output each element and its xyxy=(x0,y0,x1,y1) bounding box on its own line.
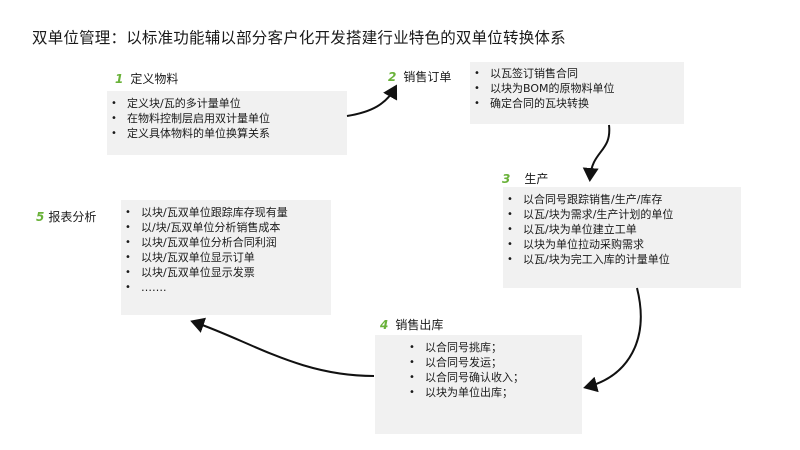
step-5-item: •以块/瓦双单位显示发票 xyxy=(125,266,255,279)
step-4-item: •以合同号挑库； xyxy=(409,341,502,354)
step-4-item: •以合同号发运； xyxy=(409,356,502,369)
step-4-item: •以块为单位出库； xyxy=(409,386,513,399)
step-2-item: •以块为BOM的原物料单位 xyxy=(474,82,615,95)
step-3-item: •以瓦/块为单位建立工单 xyxy=(507,223,637,236)
arrow-4-to-5 xyxy=(190,317,375,377)
step-1-item: •在物料控制层启用双计量单位 xyxy=(111,112,270,125)
step-5-item: •以/块/瓦双单位分析销售成本 xyxy=(125,221,281,234)
step-1-heading: 1 定义物料 xyxy=(115,70,178,87)
step-5-item: •以块/瓦双单位显示订单 xyxy=(125,251,255,264)
step-2-item: •以瓦签订销售合同 xyxy=(474,67,578,80)
page-title: 双单位管理：以标准功能辅以部分客户化开发搭建行业特色的双单位转换体系 xyxy=(32,29,566,47)
step-2-label: 销售订单 xyxy=(403,70,452,84)
step-3-item: •以瓦/块为完工入库的计量单位 xyxy=(507,253,670,266)
step-5-item: •……. xyxy=(125,281,167,294)
step-2-number: 2 xyxy=(388,70,397,84)
step-2-heading: 2 销售订单 xyxy=(388,68,451,85)
step-3-item: •以合同号跟踪销售/生产/库存 xyxy=(507,193,663,206)
step-4-label: 销售出库 xyxy=(395,318,444,332)
step-5-box: •以块/瓦双单位跟踪库存现有量 •以/块/瓦双单位分析销售成本 •以块/瓦双单位… xyxy=(121,200,331,315)
step-5-item: •以块/瓦双单位分析合同利润 xyxy=(125,236,277,249)
step-4-item: •以合同号确认收入； xyxy=(409,371,524,384)
step-3-heading: 3 生产 xyxy=(502,170,548,187)
arrow-3-to-4 xyxy=(583,287,642,393)
arrow-1-to-2 xyxy=(346,84,398,117)
step-1-item: •定义块/瓦的多计量单位 xyxy=(111,97,241,110)
step-2-item: •确定合同的瓦块转换 xyxy=(474,97,589,110)
step-1-number: 1 xyxy=(115,72,124,86)
step-1-label: 定义物料 xyxy=(130,72,179,86)
step-2-box: •以瓦签订销售合同 •以块为BOM的原物料单位 •确定合同的瓦块转换 xyxy=(470,62,684,124)
step-1-box: •定义块/瓦的多计量单位 •在物料控制层启用双计量单位 •定义具体物料的单位换算… xyxy=(107,91,347,155)
step-4-box: •以合同号挑库； •以合同号发运； •以合同号确认收入； •以块为单位出库； xyxy=(375,335,582,434)
step-3-item: •以瓦/块为需求/生产计划的单位 xyxy=(507,208,674,221)
step-4-heading: 4 销售出库 xyxy=(380,316,443,333)
step-5-number: 5 xyxy=(36,210,45,224)
step-4-number: 4 xyxy=(380,318,389,332)
step-5-item: •以块/瓦双单位跟踪库存现有量 xyxy=(125,206,288,219)
step-3-number: 3 xyxy=(502,172,511,186)
step-3-label: 生产 xyxy=(524,172,549,186)
step-3-item: •以块为单位拉动采购需求 xyxy=(507,238,644,251)
arrow-2-to-3 xyxy=(582,124,611,182)
step-1-item: •定义具体物料的单位换算关系 xyxy=(111,127,270,140)
step-3-box: •以合同号跟踪销售/生产/库存 •以瓦/块为需求/生产计划的单位 •以瓦/块为单… xyxy=(503,187,741,288)
step-5-label: 报表分析 xyxy=(48,210,97,224)
